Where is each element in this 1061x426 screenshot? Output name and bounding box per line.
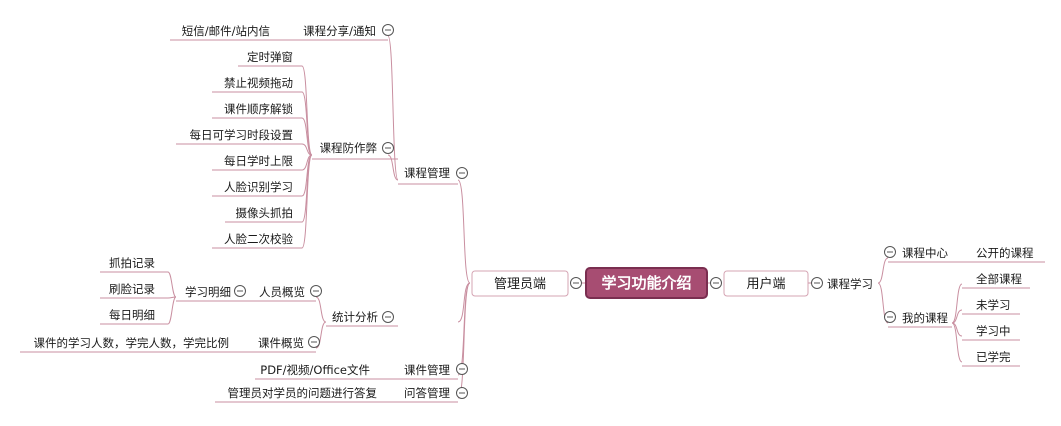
node-share[interactable]: 课程分享/通知 xyxy=(303,24,376,38)
node-anticheat-child-1: 禁止视频拖动 xyxy=(224,76,293,90)
node-mine-child-2: 学习中 xyxy=(976,324,1011,338)
admin-label: 管理员端 xyxy=(494,277,546,292)
admin-node[interactable]: 管理员端 xyxy=(471,270,569,297)
collapse-icon-ware-mgmt[interactable] xyxy=(456,363,468,375)
collapse-icon-share[interactable] xyxy=(382,24,394,36)
collapse-icon-user[interactable] xyxy=(710,277,722,289)
root-node[interactable]: 学习功能介绍 xyxy=(585,267,708,299)
collapse-icon-anticheat[interactable] xyxy=(382,142,394,154)
node-study[interactable]: 课程学习 xyxy=(827,277,873,291)
node-stats[interactable]: 统计分析 xyxy=(332,310,378,324)
collapse-icon-study[interactable] xyxy=(811,277,823,289)
node-share-child-0: 短信/邮件/站内信 xyxy=(182,24,270,38)
collapse-icon-admin[interactable] xyxy=(570,277,582,289)
collapse-icon-center[interactable] xyxy=(884,246,896,258)
labels: 短信/邮件/站内信 课程分享/通知 定时弹窗 禁止视频拖动 课件顺序解锁 每日可… xyxy=(34,24,1034,400)
collapse-icon-course-mgmt[interactable] xyxy=(456,167,468,179)
node-people[interactable]: 人员概览 xyxy=(259,285,305,299)
collapse-icon-stats[interactable] xyxy=(382,311,394,323)
underlines xyxy=(20,39,1045,403)
node-anticheat-child-4: 每日学时上限 xyxy=(224,154,293,168)
node-center[interactable]: 课程中心 xyxy=(902,246,948,260)
collapse-icon-courseware[interactable] xyxy=(308,336,320,348)
node-anticheat[interactable]: 课程防作弊 xyxy=(320,141,378,155)
node-anticheat-child-0: 定时弹窗 xyxy=(247,50,293,64)
node-anticheat-child-2: 课件顺序解锁 xyxy=(224,102,293,116)
node-qa-mgmt-child-0: 管理员对学员的问题进行答复 xyxy=(228,386,378,400)
node-detail-child-1: 刷脸记录 xyxy=(109,282,155,296)
node-ware-mgmt-child-0: PDF/视频/Office文件 xyxy=(260,363,370,377)
node-anticheat-child-3: 每日可学习时段设置 xyxy=(190,128,294,142)
node-mine-child-1: 未学习 xyxy=(976,298,1011,312)
collapse-icon-mine[interactable] xyxy=(884,311,896,323)
node-detail-child-2: 每日明细 xyxy=(109,308,155,322)
collapse-icon-qa-mgmt[interactable] xyxy=(456,387,468,399)
node-mine-child-0: 全部课程 xyxy=(976,272,1022,286)
node-mine[interactable]: 我的课程 xyxy=(902,311,948,325)
user-node[interactable]: 用户端 xyxy=(723,270,809,297)
node-anticheat-child-6: 摄像头抓拍 xyxy=(236,206,294,220)
node-ware-mgmt[interactable]: 课件管理 xyxy=(404,363,450,377)
node-courseware[interactable]: 课件概览 xyxy=(258,336,304,350)
node-mine-child-3: 已学完 xyxy=(976,350,1011,364)
user-label: 用户端 xyxy=(746,276,785,292)
toggles xyxy=(234,24,896,399)
node-courseware-child-0: 课件的学习人数，学完人数，学完比例 xyxy=(34,336,230,350)
collapse-icon-people[interactable] xyxy=(310,285,322,297)
node-detail[interactable]: 学习明细 xyxy=(185,285,231,299)
node-center-child-0: 公开的课程 xyxy=(976,246,1034,260)
connectors xyxy=(167,35,963,399)
node-qa-mgmt[interactable]: 问答管理 xyxy=(404,386,450,400)
node-detail-child-0: 抓拍记录 xyxy=(109,256,155,270)
node-anticheat-child-7: 人脸二次校验 xyxy=(224,232,293,246)
root-label: 学习功能介绍 xyxy=(601,274,691,292)
collapse-icon-detail[interactable] xyxy=(234,285,246,297)
node-anticheat-child-5: 人脸识别学习 xyxy=(224,180,293,194)
node-course-mgmt[interactable]: 课程管理 xyxy=(404,166,450,180)
